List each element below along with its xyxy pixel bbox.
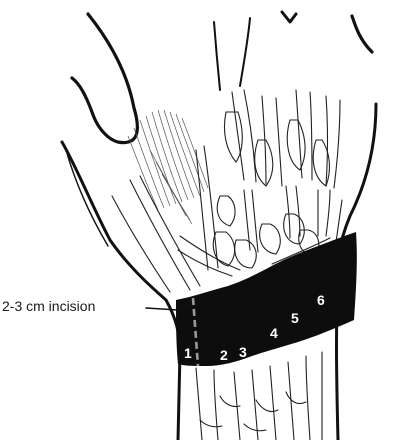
muscle-hatching (128, 110, 208, 224)
finger-tip-4 (240, 18, 250, 86)
finger-tip-2 (352, 16, 372, 52)
incision-label: 2-3 cm incision (2, 298, 95, 314)
limb-outline (62, 12, 376, 440)
hand-left-edge (62, 142, 180, 440)
thumb-outline (72, 14, 137, 143)
compartment-number-4: 4 (270, 326, 278, 340)
compartment-number-1: 1 (184, 346, 192, 360)
compartment-number-6: 6 (317, 293, 325, 307)
extensor-retinaculum-band (176, 232, 357, 366)
finger-tip-3 (214, 22, 220, 90)
compartment-number-3: 3 (239, 345, 247, 359)
finger-tip-1 (282, 12, 296, 22)
compartment-number-2: 2 (220, 348, 228, 362)
compartment-number-5: 5 (291, 311, 299, 325)
